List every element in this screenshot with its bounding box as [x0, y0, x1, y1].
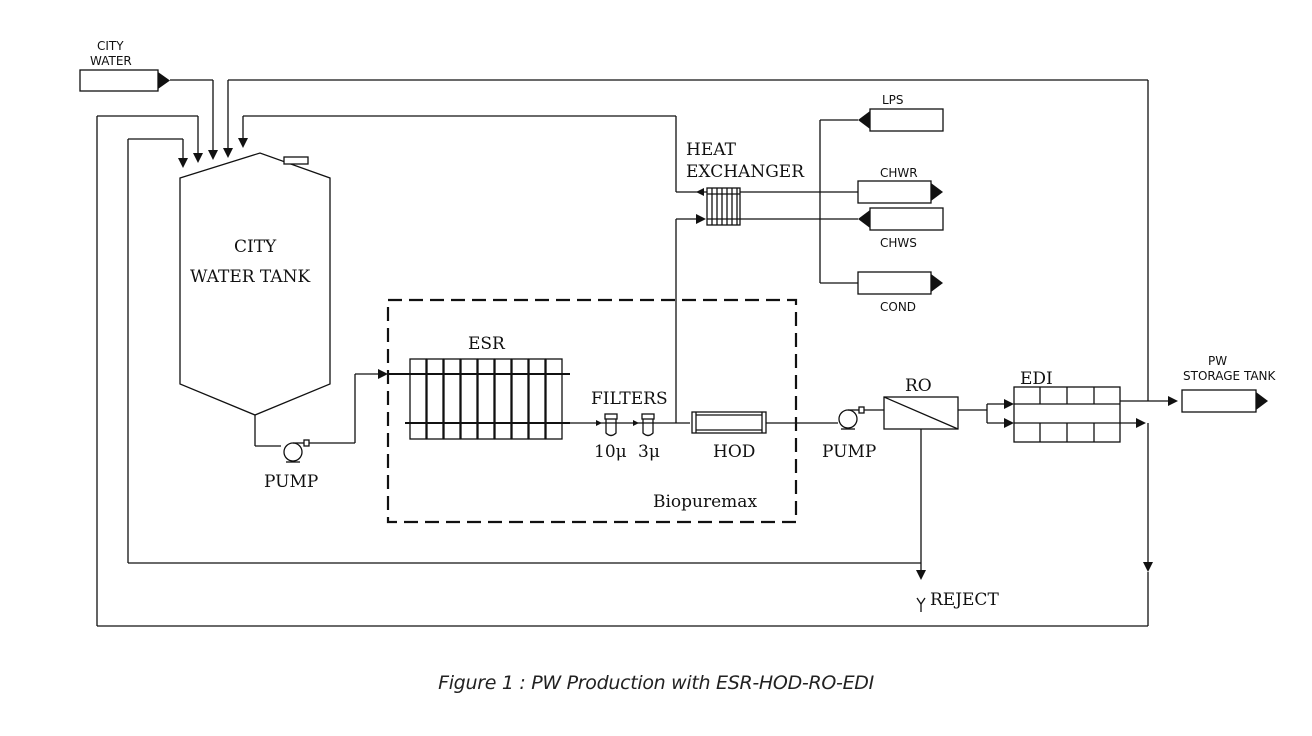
tank-label-line2: WATER TANK: [190, 267, 310, 287]
heat-exchanger-feed: [675, 214, 706, 423]
heat-exchanger: HEAT EXCHANGER: [238, 115, 858, 284]
edi-unit: EDI: [1013, 369, 1178, 443]
figure-caption: Figure 1 : PW Production with ESR-HOD-RO…: [438, 672, 874, 694]
heat-exchanger-label-line2: EXCHANGER: [686, 162, 805, 182]
chwr-stream: CHWR: [857, 166, 943, 204]
edi-label: EDI: [1020, 369, 1053, 389]
pw-storage-label-line2: STORAGE TANK: [1183, 369, 1277, 383]
pw-storage-label-line1: PW: [1208, 354, 1227, 368]
city-water-inlet: CITY WATER: [79, 39, 218, 160]
cond-label: COND: [880, 300, 916, 314]
filters: FILTERS 10μ 3μ: [565, 389, 690, 462]
recirculation-loops: [96, 79, 1153, 627]
filters-label: FILTERS: [591, 389, 668, 409]
pump-2: PUMP: [822, 406, 884, 462]
pump-1: PUMP: [264, 369, 388, 492]
pump-1-label: PUMP: [264, 472, 318, 492]
esr-unit: ESR: [388, 334, 570, 440]
ro-label: RO: [905, 376, 932, 396]
hod-unit: HOD: [691, 411, 838, 462]
heat-exchanger-label-line1: HEAT: [686, 140, 737, 160]
hod-label: HOD: [713, 442, 755, 462]
pw-storage-tank: PW STORAGE TANK: [1181, 354, 1277, 413]
pump-2-label: PUMP: [822, 442, 876, 462]
city-water-label-line2: WATER: [90, 54, 132, 68]
ro-unit: RO REJECT: [883, 376, 1014, 612]
chws-label: CHWS: [880, 236, 917, 250]
filter-3-label: 3μ: [638, 442, 660, 462]
cond-stream: COND: [857, 271, 943, 314]
city-water-label-line1: CITY: [97, 39, 124, 53]
chws-stream: CHWS: [858, 207, 944, 250]
lps-label: LPS: [882, 93, 904, 107]
chwr-label: CHWR: [880, 166, 918, 180]
filter-10-label: 10μ: [594, 442, 627, 462]
lps-stream: LPS: [858, 93, 944, 132]
reject-label: REJECT: [930, 590, 999, 610]
biopuremax-label: Biopuremax: [653, 492, 757, 512]
tank-label-line1: CITY: [234, 237, 277, 257]
esr-label: ESR: [468, 334, 506, 354]
city-water-tank: CITY WATER TANK: [179, 152, 331, 447]
